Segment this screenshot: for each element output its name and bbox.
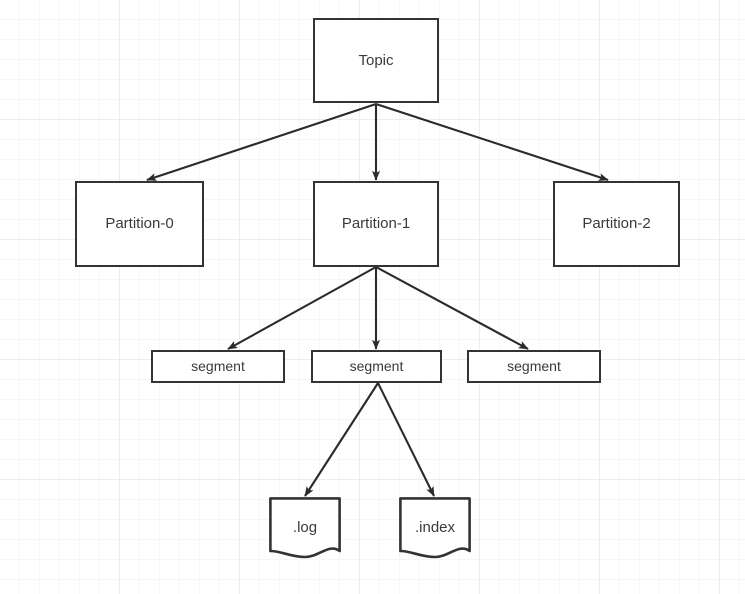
- node-segment-right-label: segment: [507, 358, 561, 375]
- edge-segment-to-log-file: [304, 382, 379, 497]
- edge-topic-to-partition-0: [146, 103, 377, 181]
- edge-segment-to-index-file: [377, 382, 435, 497]
- node-index-file[interactable]: .index: [399, 497, 471, 561]
- index-file-shape: [399, 497, 471, 561]
- log-file-shape: [269, 497, 341, 561]
- node-index-file-label: .index: [414, 519, 456, 536]
- node-segment-right[interactable]: segment: [467, 350, 601, 383]
- edge-partition-1-to-segment-right: [375, 266, 529, 350]
- node-partition-1-label: Partition-1: [341, 215, 411, 232]
- node-segment-center-label: segment: [349, 358, 404, 375]
- node-topic-label: Topic: [358, 51, 394, 69]
- node-log-file[interactable]: .log: [269, 497, 341, 561]
- node-segment-left-label: segment: [191, 358, 245, 375]
- node-topic[interactable]: Topic: [313, 18, 439, 103]
- edge-topic-to-partition-2: [375, 103, 609, 181]
- edge-partition-1-to-segment-left: [227, 266, 377, 350]
- node-log-file-label: .log: [292, 519, 318, 536]
- node-partition-2-label: Partition-2: [582, 215, 651, 232]
- node-partition-2[interactable]: Partition-2: [553, 181, 680, 267]
- node-segment-left[interactable]: segment: [151, 350, 285, 383]
- node-partition-0[interactable]: Partition-0: [75, 181, 204, 267]
- node-partition-1[interactable]: Partition-1: [313, 181, 439, 267]
- node-partition-0-label: Partition-0: [105, 215, 174, 232]
- node-segment-center[interactable]: segment: [311, 350, 442, 383]
